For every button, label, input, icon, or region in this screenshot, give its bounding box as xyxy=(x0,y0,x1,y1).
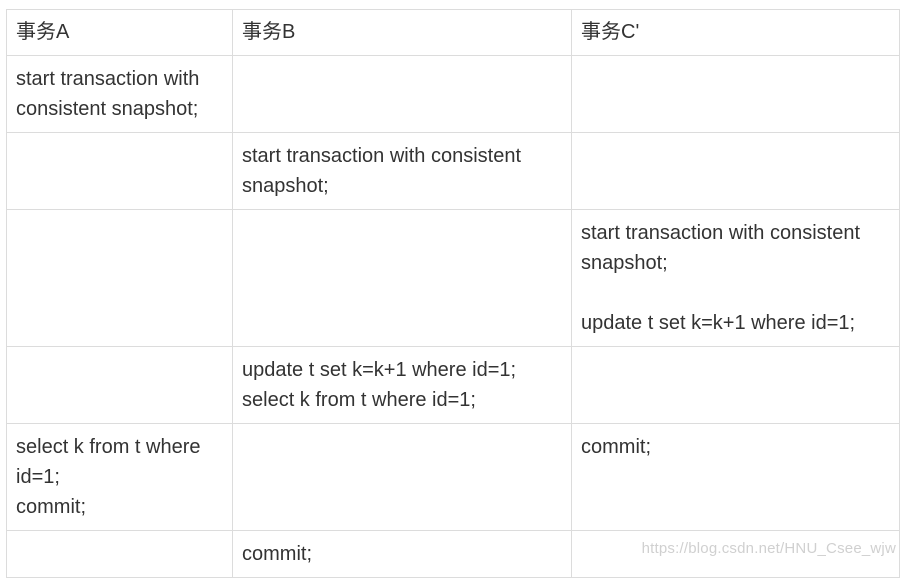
cell-transaction-b: start transaction with consistent snapsh… xyxy=(232,132,572,210)
table-row: start transaction with consistent snapsh… xyxy=(6,55,900,133)
cell-transaction-c xyxy=(571,132,900,210)
header-row: 事务A 事务B 事务C' xyxy=(6,9,900,56)
cell-transaction-a xyxy=(6,346,233,424)
table-row: update t set k=k+1 where id=1; select k … xyxy=(6,346,900,424)
watermark-text: https://blog.csdn.net/HNU_Csee_wjw xyxy=(641,540,896,557)
cell-transaction-a: start transaction with consistent snapsh… xyxy=(6,55,233,133)
cell-transaction-c xyxy=(571,55,900,133)
header-transaction-b: 事务B xyxy=(232,9,572,56)
cell-transaction-b xyxy=(232,55,572,133)
cell-transaction-b xyxy=(232,423,572,531)
table-row: select k from t where id=1; commit; comm… xyxy=(6,423,900,531)
header-transaction-c: 事务C' xyxy=(571,9,900,56)
cell-transaction-a xyxy=(6,132,233,210)
cell-transaction-a xyxy=(6,209,233,347)
cell-transaction-b: update t set k=k+1 where id=1; select k … xyxy=(232,346,572,424)
cell-transaction-a xyxy=(6,530,233,578)
cell-transaction-c: start transaction with consistent snapsh… xyxy=(571,209,900,347)
cell-transaction-c xyxy=(571,346,900,424)
cell-transaction-b xyxy=(232,209,572,347)
cell-transaction-c: commit; xyxy=(571,423,900,531)
cell-transaction-b: commit; xyxy=(232,530,572,578)
table-row: start transaction with consistent snapsh… xyxy=(6,209,900,347)
cell-transaction-a: select k from t where id=1; commit; xyxy=(6,423,233,531)
header-transaction-a: 事务A xyxy=(6,9,233,56)
table-row: start transaction with consistent snapsh… xyxy=(6,132,900,210)
transaction-table: 事务A 事务B 事务C' start transaction with cons… xyxy=(6,9,900,578)
